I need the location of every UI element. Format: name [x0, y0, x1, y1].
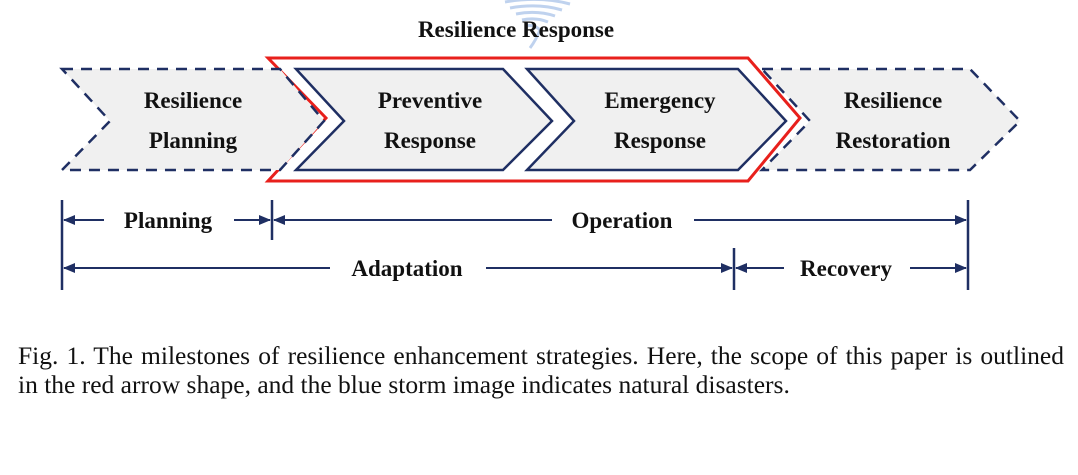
timeline-recovery: Recovery: [800, 256, 892, 281]
stage-1-line1: Resilience: [144, 88, 242, 113]
stage-4-line1: Resilience: [844, 88, 942, 113]
stage-3-line2: Response: [614, 128, 706, 153]
stage-2-line1: Preventive: [378, 88, 482, 113]
stage-2-line2: Response: [384, 128, 476, 153]
stage-emergency-response: [524, 67, 788, 172]
stage-resilience-planning: [59, 67, 326, 172]
timeline-planning: Planning: [124, 208, 213, 233]
storm-icon: [504, 0, 571, 49]
resilience-diagram: Resilience Response Resilience Planning …: [59, 0, 1022, 290]
timeline-operation: Operation: [572, 208, 673, 233]
stage-1-line2: Planning: [149, 128, 238, 153]
stage-3-line1: Emergency: [604, 88, 716, 113]
figure-caption: Fig. 1. The milestones of resilience enh…: [18, 341, 1064, 399]
timeline-adaptation: Adaptation: [351, 256, 462, 281]
top-title: Resilience Response: [418, 17, 614, 42]
stage-preventive-response: [293, 67, 554, 172]
stage-resilience-restoration: [759, 67, 1022, 172]
scope-outline: [264, 56, 802, 183]
stage-4-line2: Restoration: [836, 128, 951, 153]
